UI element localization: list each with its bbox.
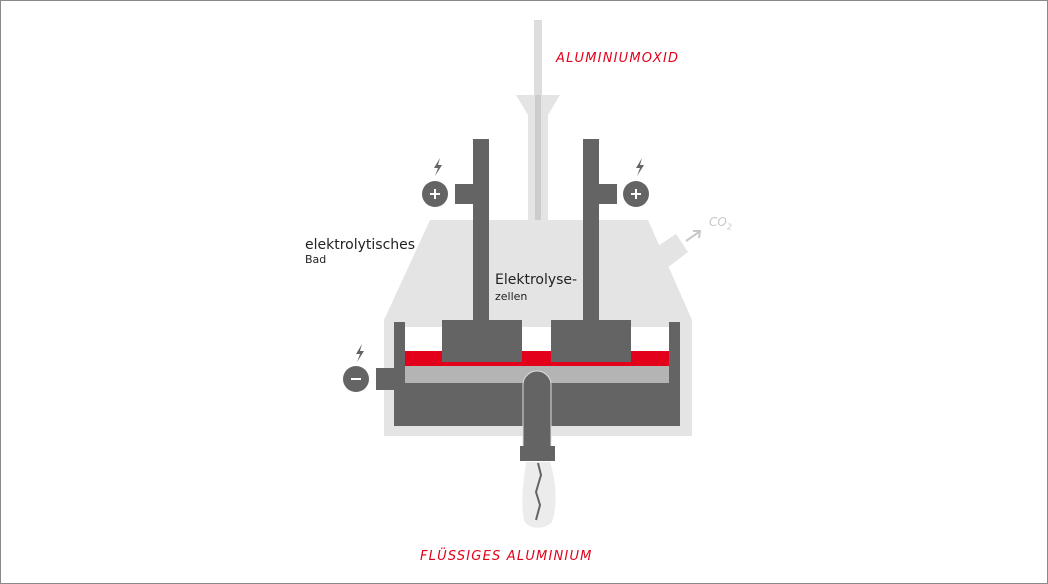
label-cells-line1: Elektrolyse- bbox=[495, 272, 578, 288]
lightning-icon bbox=[636, 158, 644, 176]
cell-wall-right bbox=[669, 322, 680, 426]
tapping-pipe bbox=[522, 370, 552, 449]
label-bath-line1: elektrolytisches bbox=[305, 237, 416, 253]
cathode-connector bbox=[376, 368, 396, 390]
negative-terminal bbox=[343, 344, 369, 392]
label-aluminiumoxid: ALUMINIUMOXID bbox=[556, 51, 680, 66]
co2-text: CO bbox=[709, 215, 727, 229]
label-bath-line2: Bad bbox=[305, 253, 327, 266]
anode-rod-right bbox=[583, 139, 599, 323]
lightning-icon bbox=[356, 344, 364, 362]
positive-terminal-left bbox=[422, 158, 448, 207]
anode-connector-left bbox=[455, 184, 475, 204]
anode-rod-left bbox=[473, 139, 489, 323]
liquid-aluminium-flow bbox=[522, 462, 556, 528]
co2-exhaust-pipe bbox=[640, 234, 688, 278]
co2-arrow-icon bbox=[685, 231, 700, 242]
positive-terminal-right bbox=[623, 158, 649, 207]
lightning-icon bbox=[434, 158, 442, 176]
anode-block-left bbox=[442, 320, 522, 362]
cell-wall-left bbox=[394, 322, 405, 426]
liquid-aluminium-streak bbox=[534, 462, 543, 521]
tapping-pipe-nozzle bbox=[520, 446, 555, 461]
label-cells-line2: zellen bbox=[495, 290, 528, 303]
alumina-funnel-stream bbox=[535, 95, 541, 295]
anode-connector-right bbox=[597, 184, 617, 204]
co2-subscript: 2 bbox=[726, 222, 732, 232]
label-co2: CO2 bbox=[709, 215, 732, 231]
label-fluessiges-aluminium: FLÜSSIGES ALUMINIUM bbox=[420, 549, 593, 564]
co2-arrow-head bbox=[693, 230, 702, 239]
anode-block-right bbox=[551, 320, 631, 362]
